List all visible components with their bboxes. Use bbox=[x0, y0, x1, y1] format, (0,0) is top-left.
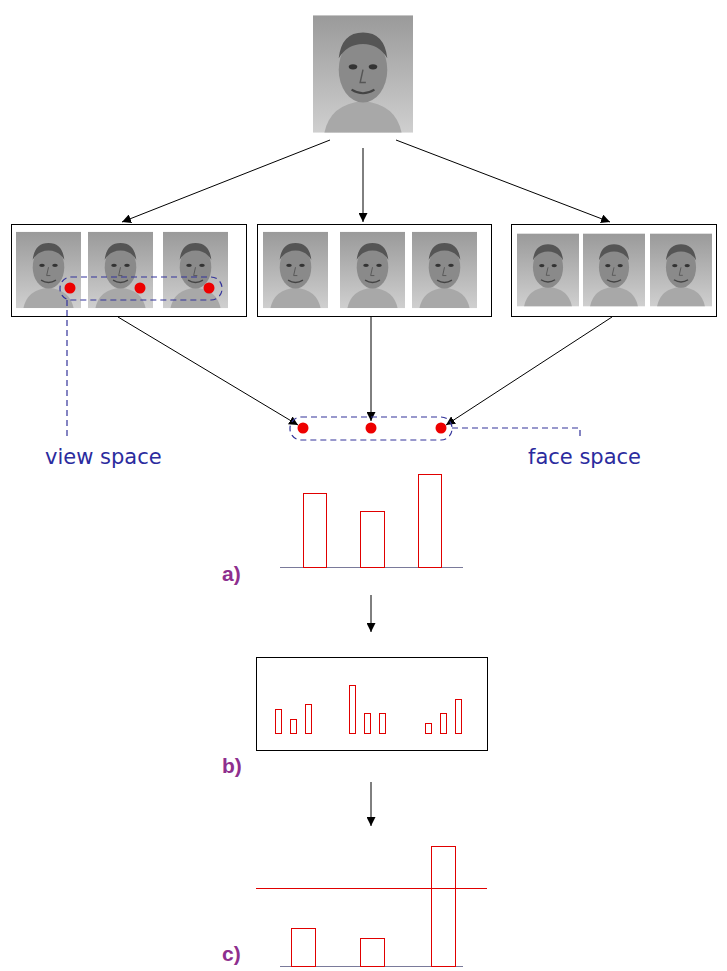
chart-c bbox=[256, 847, 487, 967]
view-photos bbox=[16, 232, 712, 308]
chart-a bbox=[280, 475, 463, 568]
region-label: view space bbox=[45, 446, 162, 469]
part-label: a) bbox=[222, 562, 241, 585]
view-boxes bbox=[12, 225, 717, 317]
dashed-outlines bbox=[60, 277, 580, 440]
part-label: c) bbox=[222, 942, 241, 965]
chart-b bbox=[257, 658, 488, 751]
red-dots bbox=[65, 283, 447, 434]
face-photo bbox=[313, 15, 413, 132]
part-label: b) bbox=[222, 754, 242, 777]
region-label: face space bbox=[528, 446, 641, 469]
arrows bbox=[118, 140, 612, 826]
